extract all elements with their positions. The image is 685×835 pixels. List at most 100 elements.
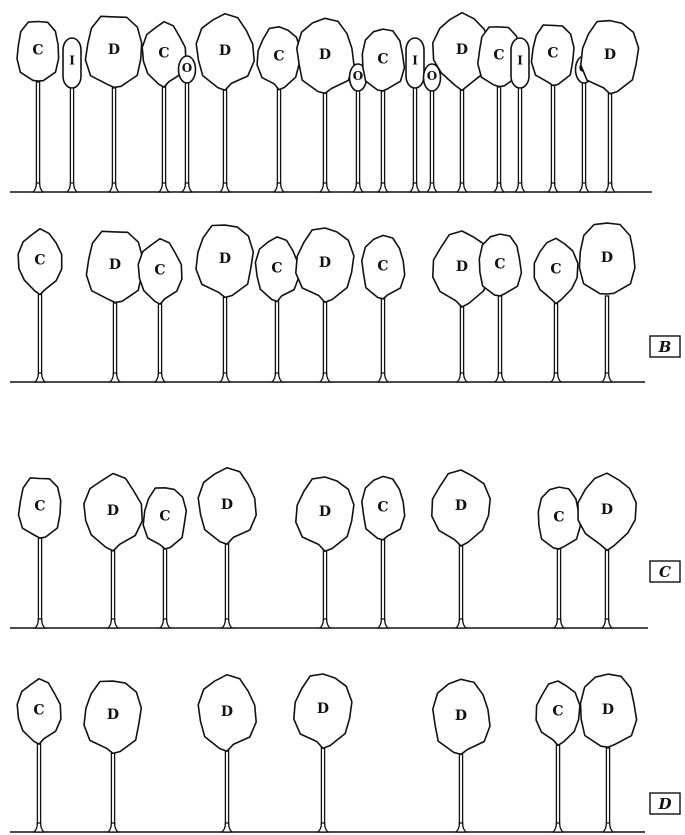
tree-base: [579, 183, 589, 192]
tree-base: [603, 823, 613, 832]
tree-base: [320, 183, 330, 192]
tree-trunk: [225, 543, 228, 628]
tree-label: C: [553, 509, 564, 525]
tree-base: [378, 373, 388, 382]
tree-label: C: [494, 256, 505, 272]
tree-trunk: [158, 302, 161, 382]
tree-label: C: [377, 51, 388, 67]
tree-label: D: [319, 255, 331, 271]
tree-trunk: [356, 87, 359, 192]
tree-trunk: [112, 88, 115, 192]
tree-trunk: [557, 549, 560, 628]
tree-c-7: C: [257, 27, 301, 192]
tree-d-6: D: [196, 14, 254, 192]
tree-trunk: [223, 297, 226, 382]
tree-c-10: C: [534, 238, 578, 382]
tree-label: C: [154, 262, 165, 278]
tree-d-4: D: [294, 674, 352, 832]
tree-c-8: C: [538, 487, 580, 628]
tree-o-9: O: [350, 64, 367, 192]
tree-base: [515, 183, 525, 192]
tree-trunk: [430, 87, 433, 192]
tree-label: C: [547, 45, 558, 61]
tree-trunk: [459, 544, 462, 628]
tree-label: D: [601, 502, 613, 518]
tree-label: D: [219, 251, 231, 267]
tree-label: D: [604, 47, 616, 63]
tree-label: D: [108, 42, 120, 58]
tree-label: O: [427, 69, 437, 83]
tree-base: [456, 823, 466, 832]
tree-base: [495, 373, 505, 382]
tree-trunk: [556, 743, 559, 832]
tree-label: D: [221, 704, 233, 720]
tree-trunk: [518, 84, 521, 192]
tree-trunk: [223, 89, 226, 192]
tree-d-3: D: [198, 675, 256, 832]
tree-base: [410, 183, 420, 192]
tree-trunk: [498, 296, 501, 382]
tree-base: [320, 619, 330, 628]
tree-trunk: [606, 748, 609, 832]
tree-base: [33, 183, 43, 192]
tree-base: [318, 823, 328, 832]
tree-label: D: [221, 497, 233, 513]
tree-base: [427, 183, 437, 192]
tree-d-2: D: [84, 681, 141, 832]
tree-d-6: D: [296, 228, 354, 382]
tree-label: C: [493, 47, 504, 63]
tree-d-11: D: [579, 223, 635, 382]
tree-label: D: [602, 702, 614, 718]
tree-d-3: D: [85, 16, 141, 192]
tree-trunk: [225, 750, 228, 832]
tree-base: [159, 183, 169, 192]
tree-label: C: [273, 48, 284, 64]
tree-trunk: [185, 79, 188, 192]
tree-label: D: [456, 259, 468, 275]
tree-d-18: D: [581, 21, 639, 192]
tree-c-7: C: [362, 235, 405, 382]
tree-d-2: D: [86, 231, 142, 382]
tree-trunk: [321, 747, 324, 832]
tree-label: O: [182, 61, 192, 75]
tree-trunk: [608, 93, 611, 192]
tree-base: [67, 183, 77, 192]
tree-trunk: [36, 82, 39, 192]
panel-b-label: B: [658, 338, 672, 356]
panel-a: CIDCODCDOCIODCICOD: [10, 13, 652, 192]
tree-d-7: D: [432, 470, 490, 628]
tree-trunk: [551, 85, 554, 192]
tree-base: [110, 373, 120, 382]
tree-d-2: D: [84, 474, 142, 629]
tree-trunk: [162, 85, 165, 192]
tree-base: [222, 619, 232, 628]
tree-base: [378, 183, 388, 192]
tree-base: [353, 183, 363, 192]
tree-base: [272, 373, 282, 382]
tree-label: I: [69, 54, 75, 68]
tree-c-3: C: [143, 488, 186, 628]
tree-base: [222, 823, 232, 832]
tree-trunk: [460, 305, 463, 382]
tree-label: D: [219, 43, 231, 59]
tree-trunk: [460, 88, 463, 192]
tree-trunk: [70, 84, 73, 192]
tree-base: [548, 183, 558, 192]
tree-trunk: [163, 548, 166, 628]
tree-d-4: D: [196, 225, 253, 382]
tree-c-1: C: [17, 22, 59, 193]
tree-o-12: O: [424, 64, 441, 192]
tree-d-5: D: [296, 477, 354, 628]
tree-trunk: [459, 754, 462, 832]
tree-d-8: D: [297, 18, 354, 192]
tree-trunk: [111, 753, 114, 832]
tree-base: [602, 619, 612, 628]
tree-label: C: [377, 258, 388, 274]
tree-label: C: [550, 261, 561, 277]
tree-base: [494, 183, 504, 192]
tree-label: D: [109, 257, 121, 273]
tree-label: D: [107, 503, 119, 519]
tree-label: I: [412, 54, 418, 68]
